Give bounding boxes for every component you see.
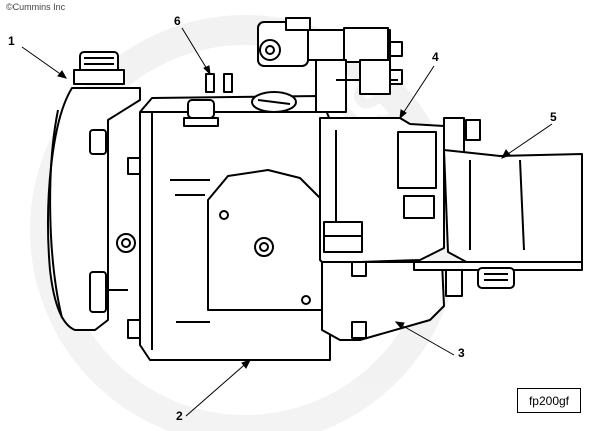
- callout-2: 2: [176, 409, 183, 423]
- callout-4: 4: [432, 50, 439, 64]
- callout-3: 3: [458, 346, 465, 360]
- leader-lines: [21, 27, 553, 417]
- callout-5: 5: [550, 110, 557, 124]
- callout-1: 1: [8, 34, 15, 48]
- copyright-text: ©Cummins Inc: [6, 2, 66, 12]
- callout-6: 6: [174, 14, 181, 28]
- afc-cover: [443, 149, 583, 265]
- front-flange: [47, 87, 141, 331]
- figure-id: fp200gf: [528, 393, 570, 408]
- figure-id-box: fp200gf: [517, 388, 581, 413]
